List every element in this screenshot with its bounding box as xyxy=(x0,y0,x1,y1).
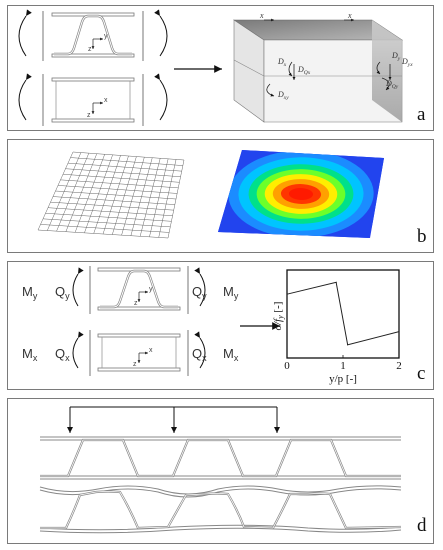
section-c-bottom-z-label: z xyxy=(133,361,137,368)
mesh-line xyxy=(139,158,161,237)
shear-qx-left: Qx xyxy=(55,346,70,363)
x-tick-label: 2 xyxy=(396,360,402,372)
stiffness-dqy: DQy xyxy=(385,79,399,90)
mesh-line xyxy=(55,190,177,200)
mesh-line xyxy=(40,224,170,233)
mesh-line xyxy=(45,213,172,222)
section-c-bottom: x z Mx Qx Qx Mx xyxy=(22,330,239,376)
stress-series-line xyxy=(286,281,400,346)
stiffness-dqx: DQx xyxy=(297,65,311,76)
equivalent-plate-block: x x Dx DQx Dxy Dy DQy Dyx xyxy=(233,11,413,123)
panel-a-label: a xyxy=(417,104,426,125)
chart-ylabel: σ/fy [-] xyxy=(272,302,285,331)
section-top-z-label: z xyxy=(88,46,92,53)
chart-xlabel: y/p [-] xyxy=(329,373,357,385)
block-x-label-1: x xyxy=(259,11,264,20)
stress-chart: 0 1 2 σ/fy [-] y/p [-] xyxy=(272,269,402,385)
load-arrows xyxy=(67,406,280,433)
mesh-line xyxy=(158,159,177,238)
moment-mx-left: Mx xyxy=(22,346,38,363)
mesh-line xyxy=(50,201,174,211)
section-c-top: y z My Qy Qy My xyxy=(22,266,239,314)
section-top-y-label: y xyxy=(104,33,108,40)
moment-my-left: My xyxy=(22,284,38,301)
undeformed-panel xyxy=(40,436,401,480)
panel-b: b xyxy=(7,139,434,253)
mesh-line xyxy=(42,218,171,228)
moment-my-right: My xyxy=(223,284,239,301)
panel-b-graphic xyxy=(37,150,384,239)
shear-qy-right: Qy xyxy=(192,284,207,301)
shear-qy-left: Qy xyxy=(55,284,70,301)
panel-c-graphic: y z My Qy Qy My x z Mx Qx Q xyxy=(22,266,402,385)
x-tick-label: 0 xyxy=(284,360,290,372)
stiffness-dxy: Dxy xyxy=(277,90,289,101)
panel-c-label: c xyxy=(417,363,426,384)
mesh-line xyxy=(47,207,173,216)
section-c-bottom-x-label: x xyxy=(149,347,153,354)
panel-a-graphic: y z x z xyxy=(18,9,413,126)
mesh-line xyxy=(167,159,185,239)
chart-frame xyxy=(286,269,400,359)
stiffness-dyx: Dyx xyxy=(401,57,413,68)
shear-qx-right: Qx xyxy=(192,346,207,363)
panel-a: y z x z xyxy=(7,5,434,131)
mesh-line xyxy=(149,158,169,237)
section-bottom-z-label: z xyxy=(87,112,91,119)
mesh-line xyxy=(37,229,169,239)
stiffness-dx: Dx xyxy=(277,57,287,68)
section-bottom-x-label: x xyxy=(104,97,108,104)
section-c-top-y-label: y xyxy=(149,286,153,293)
section-top-y: y z xyxy=(18,9,168,61)
stress-contour-plot xyxy=(218,150,384,238)
mesh-line xyxy=(112,156,137,235)
panel-d-graphic xyxy=(39,406,402,534)
mesh-line xyxy=(121,157,145,236)
block-x-label-2: x xyxy=(347,11,352,20)
section-c-top-z-label: z xyxy=(134,300,138,307)
panel-d: d xyxy=(7,398,434,544)
panel-b-label: b xyxy=(417,226,427,247)
deformed-panel xyxy=(39,485,402,534)
mesh-line xyxy=(130,157,153,236)
moment-mx-right: Mx xyxy=(223,346,239,363)
section-bottom-x: x z xyxy=(18,73,168,126)
panel-d-label: d xyxy=(417,515,427,536)
plate-mesh xyxy=(37,151,185,239)
mesh-line xyxy=(52,196,175,205)
stiffness-dy: Dy xyxy=(391,51,401,62)
panel-c: y z My Qy Qy My x z Mx Qx Q xyxy=(7,261,434,390)
x-tick-label: 1 xyxy=(340,360,346,372)
